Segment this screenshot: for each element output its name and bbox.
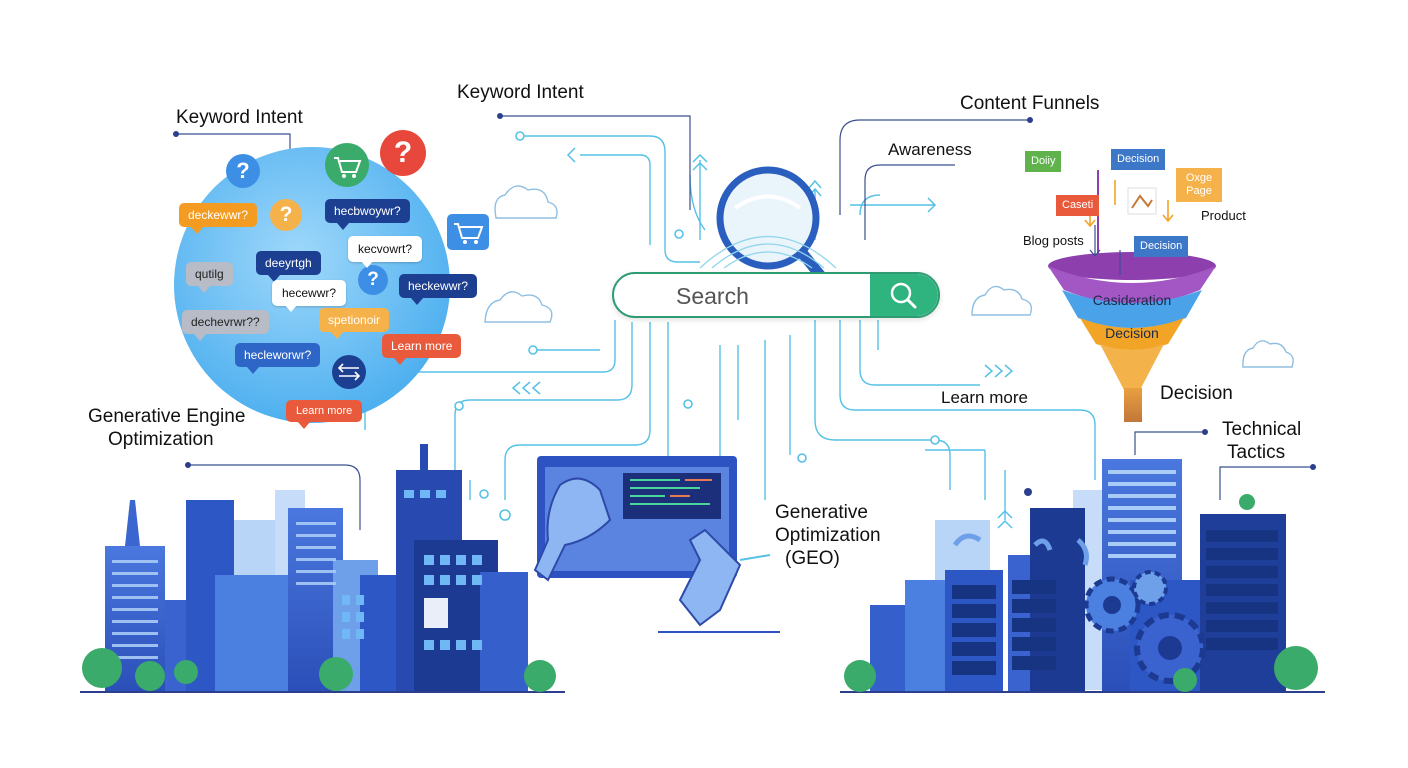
question-icon: ? [358,265,388,295]
keyword-bubble: hecewwr? [272,280,347,312]
tree-icon [82,648,556,692]
content-funnel [1048,170,1216,422]
funnel-card: Oxge Page [1176,168,1222,202]
label-geo-left-line1: Generative Engine [88,406,246,427]
learn-more-button[interactable]: Learn more [286,400,363,429]
label-awareness: Awareness [888,140,972,159]
swap-icon [332,355,366,389]
label-technical-line2: Tactics [1227,442,1286,463]
keyword-bubble: heckewwr? [399,274,478,305]
label-learn-more: Learn more [941,388,1028,407]
search-input[interactable]: Search [676,283,749,309]
connector-dots [173,113,1316,496]
keyword-bubble: hecleworwr? [235,343,321,374]
label-geo-center-line2: Optimization [775,525,881,546]
city-skyline-left [80,444,565,693]
label-geo-center-line1: Generative [775,502,868,523]
keyword-bubble: spetionoir [319,308,390,339]
label-keyword-intent-center: Keyword Intent [457,82,584,103]
city-skyline-right [840,459,1325,693]
label-decision: Decision [1160,383,1233,404]
swap-icon [952,533,1089,566]
funnel-tier-consideration: Casideration [1092,292,1172,308]
keyword-bubble: deeyrtgh [256,251,321,282]
learn-more-button[interactable]: Learn more [382,334,462,365]
funnel-tier-decision: Decision [1105,325,1159,341]
question-icon: ? [226,154,260,188]
label-keyword-intent-left: Keyword Intent [176,107,303,128]
magnifier-icon [699,166,837,291]
keyword-bubble: deckewwr? [179,203,258,234]
question-icon: ? [270,199,302,231]
cloud-icon [484,185,1294,368]
robot-hand-icon [533,477,771,627]
gear-icon [1083,570,1206,684]
keyword-bubble: dechevrwr?? [182,310,269,341]
question-icon: ? [380,130,426,176]
connector-nodes [454,131,940,521]
keyword-bubble: hecbwoywr? [325,199,410,230]
tree-icon [844,494,1318,692]
funnel-card: Caseti [1056,195,1100,216]
search-bar[interactable]: Search [612,272,940,318]
cart-icon [447,214,489,250]
search-button[interactable] [870,274,938,316]
funnel-card: Decision [1134,236,1189,257]
keyword-bubble: kecvowrt? [348,236,423,268]
funnel-card: Decision [1111,149,1166,170]
connector-lines [364,135,1096,520]
cart-icon [325,143,369,187]
keyword-bubble: qutilg [186,262,233,293]
label-geo-left-line2: Optimization [108,429,214,450]
funnel-card: Doiiy [1025,151,1062,172]
chevron-arrows [511,147,1014,529]
label-content-funnels: Content Funnels [960,93,1100,114]
label-geo-center-line3: (GEO) [785,548,840,569]
label-technical-line1: Technical [1222,419,1302,440]
funnel-label-product: Product [1201,208,1246,223]
search-icon [890,282,917,309]
funnel-label-blog-posts: Blog posts [1023,233,1084,248]
